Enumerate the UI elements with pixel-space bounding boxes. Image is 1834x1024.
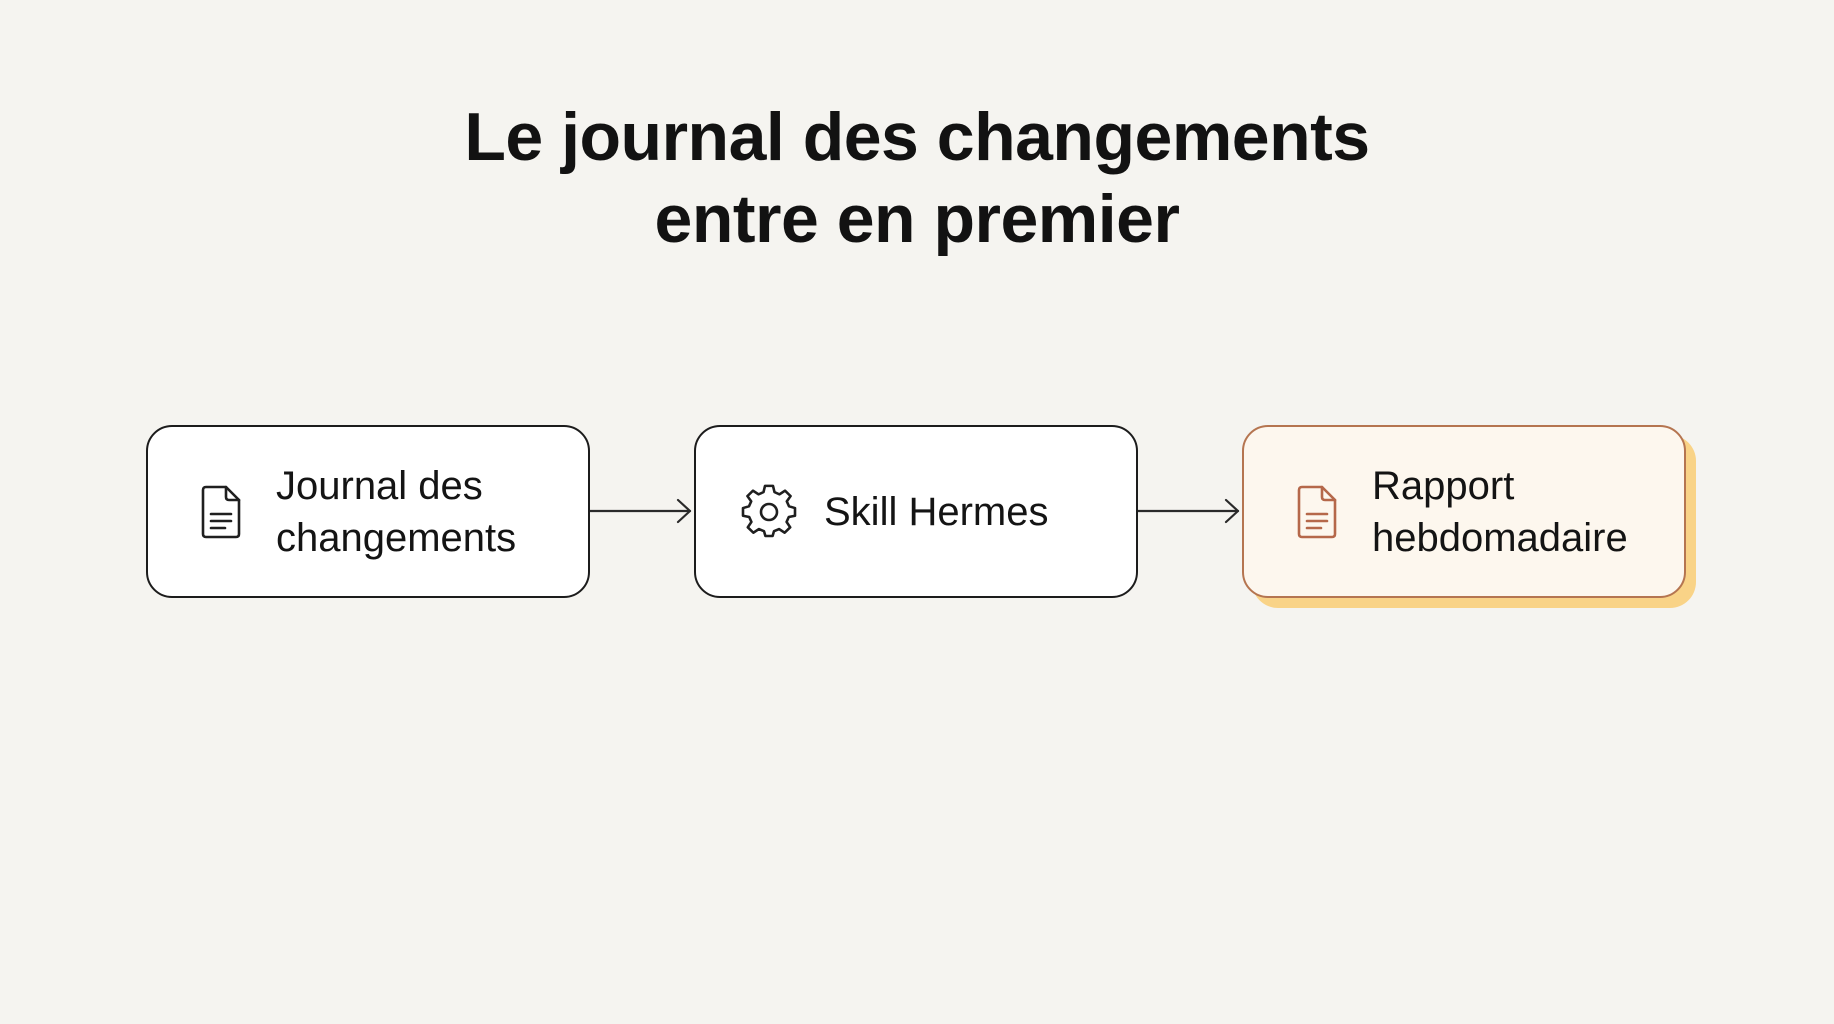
node-label: Rapport hebdomadaire <box>1372 460 1628 564</box>
node-label-line-2: changements <box>276 515 517 560</box>
node-label-line-1: Rapport <box>1372 463 1515 508</box>
arrow-journal-to-skill <box>588 498 692 524</box>
document-icon <box>192 483 250 541</box>
node-label-line-1: Journal des <box>276 463 483 508</box>
node-skill-hermes: Skill Hermes <box>694 425 1138 598</box>
page-title: Le journal des changements entre en prem… <box>0 96 1834 260</box>
title-line-2: entre en premier <box>654 181 1180 257</box>
node-rapport-hebdomadaire: Rapport hebdomadaire <box>1242 425 1686 598</box>
node-journal-des-changements: Journal des changements <box>146 425 590 598</box>
node-label: Skill Hermes <box>824 486 1048 538</box>
node-label-line-2: hebdomadaire <box>1372 515 1628 560</box>
node-label: Journal des changements <box>276 460 516 564</box>
document-icon <box>1288 483 1346 541</box>
arrow-skill-to-rapport <box>1136 498 1240 524</box>
gear-icon <box>740 483 798 541</box>
title-line-1: Le journal des changements <box>464 99 1370 175</box>
node-label-line-1: Skill Hermes <box>824 489 1049 534</box>
